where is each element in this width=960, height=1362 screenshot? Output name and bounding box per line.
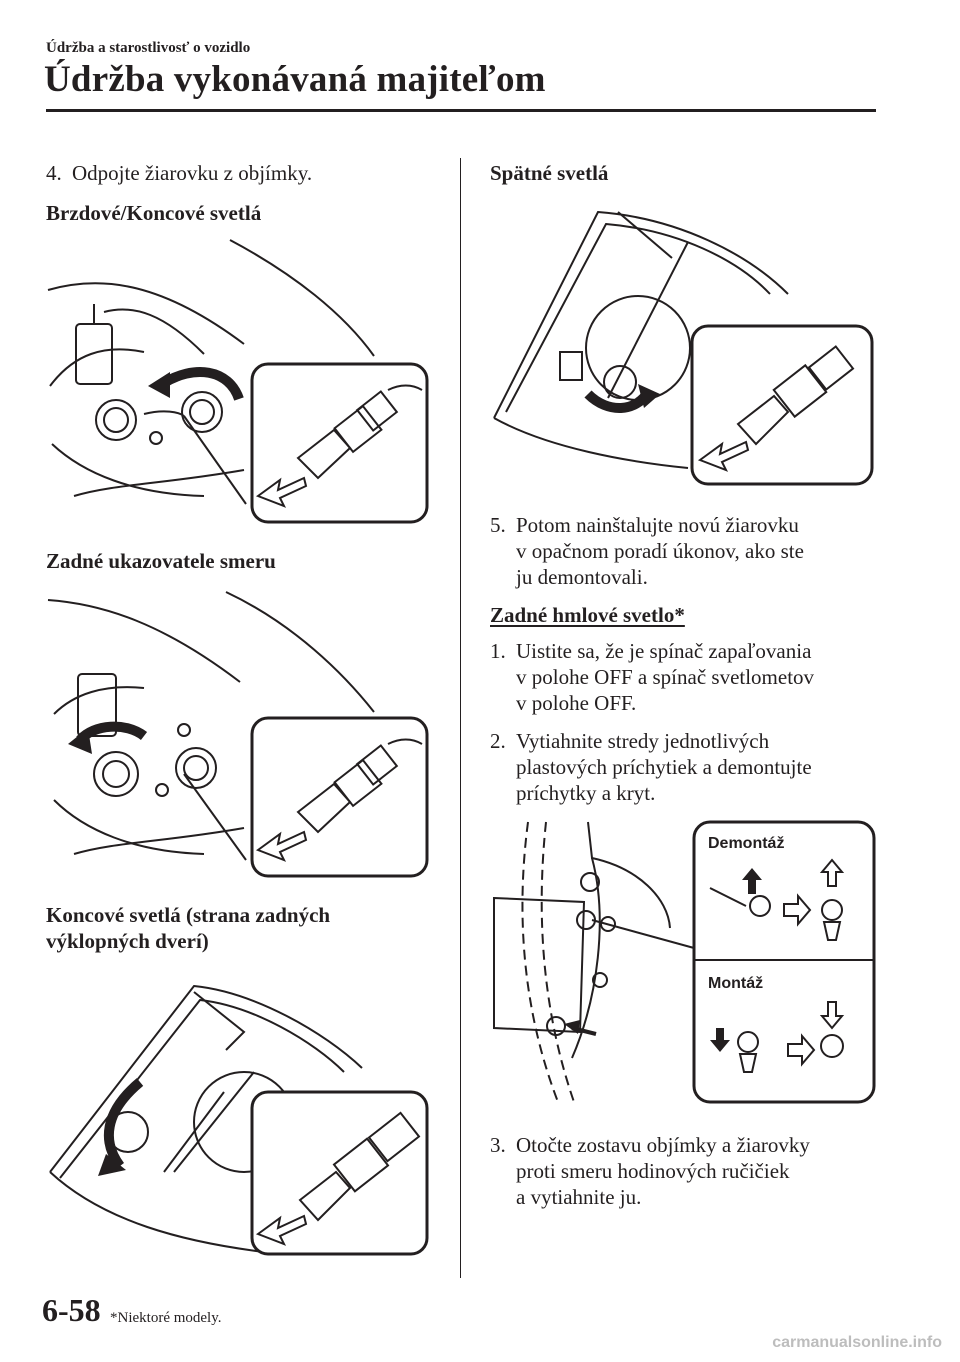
- step-number: 3.: [490, 1133, 506, 1157]
- page-title: Údržba vykonávaná majiteľom: [44, 59, 546, 100]
- step-text: Odpojte žiarovku z objímky.: [72, 161, 313, 185]
- figure-brake-light-bulb: [44, 234, 434, 526]
- step-text-line: príchytky a kryt.: [516, 781, 656, 805]
- step-text-line: proti smeru hodinových ručičiek: [516, 1159, 790, 1183]
- figure-liftgate-tail-bulb: [44, 972, 434, 1258]
- step-text-line: v polohe OFF.: [516, 691, 637, 715]
- step-number: 4.: [46, 161, 62, 185]
- figure-reverse-light-bulb: [488, 198, 878, 490]
- subheading-tail-lights-line2: výklopných dverí): [46, 929, 209, 953]
- step-text-line: a vytiahnite ju.: [516, 1185, 642, 1209]
- section-rear-fog-light: Zadné hmlové svetlo*: [490, 603, 685, 627]
- subheading-reverse-lights: Spätné svetlá: [490, 161, 609, 185]
- watermark: carmanualsonline.info: [772, 1334, 942, 1351]
- step-text-line: ju demontovali.: [516, 565, 648, 589]
- breadcrumb: Údržba a starostlivosť o vozidlo: [46, 40, 251, 56]
- footnote: *Niektoré modely.: [110, 1310, 222, 1326]
- step-text-line: v polohe OFF a spínač svetlometov: [516, 665, 815, 689]
- step-text-line: Otočte zostavu objímky a žiarovky: [516, 1133, 810, 1157]
- clip-install-label: Montáž: [708, 975, 763, 992]
- step-text-line: v opačnom poradí úkonov, ako ste: [516, 539, 804, 563]
- figure-clip-removal: Demontáž Montáž: [488, 818, 878, 1106]
- subheading-turn-signals: Zadné ukazovatele smeru: [46, 549, 276, 573]
- clip-remove-label: Demontáž: [708, 835, 784, 852]
- subheading-brake-lights: Brzdové/Koncové svetlá: [46, 201, 262, 225]
- subheading-tail-lights-line1: Koncové svetlá (strana zadných: [46, 903, 331, 927]
- step-number: 1.: [490, 639, 506, 663]
- step-text-line: Uistite sa, že je spínač zapaľovania: [516, 639, 812, 663]
- figure-turn-signal-bulb: [44, 584, 434, 882]
- step-text-line: Potom nainštalujte novú žiarovku: [516, 513, 799, 537]
- step-text-line: Vytiahnite stredy jednotlivých: [516, 729, 770, 753]
- page-number: 6-58: [42, 1292, 101, 1328]
- title-divider: [46, 109, 876, 112]
- step-number: 5.: [490, 513, 506, 537]
- column-divider: [460, 158, 461, 1278]
- step-text-line: plastových príchytiek a demontujte: [516, 755, 812, 779]
- step-number: 2.: [490, 729, 506, 753]
